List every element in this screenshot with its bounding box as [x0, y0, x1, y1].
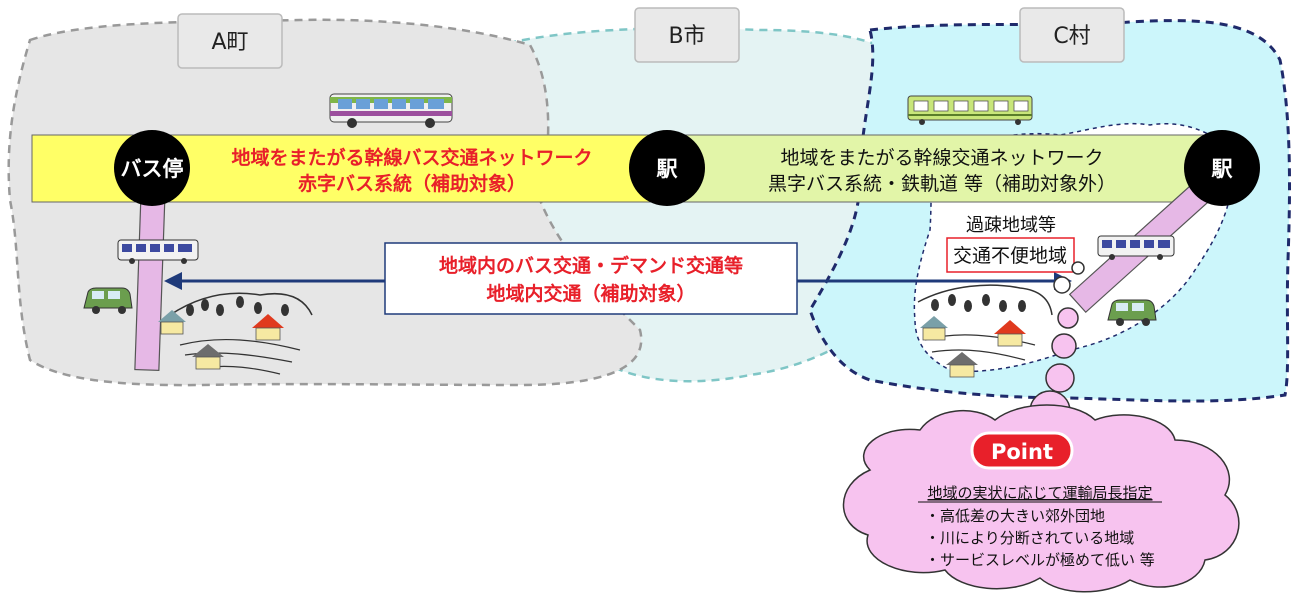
- trunk-right-line2: 黒字バス系統・鉄軌道 等（補助対象外）: [768, 173, 1116, 195]
- bus-stop-label: バス停: [121, 157, 184, 181]
- inconvenient-area-box: [946, 237, 1075, 273]
- small-bus-icon-a: [117, 239, 199, 264]
- house-icon: [158, 310, 186, 335]
- station-middle-label: 駅: [657, 157, 679, 181]
- house-icon: [252, 314, 284, 341]
- trunk-band-right: [666, 134, 1223, 203]
- point-item-2: ・川により分断されている地域: [925, 529, 1134, 547]
- trunk-left-line2: 赤字バス系統（補助対象）: [298, 172, 526, 195]
- station-node-middle: 駅: [629, 130, 705, 206]
- region-label-b-text: B市: [668, 24, 705, 49]
- point-badge-text: Point: [991, 440, 1053, 464]
- local-line2: 地域内交通（補助対象）: [486, 282, 695, 305]
- region-label-b: B市: [634, 7, 740, 63]
- region-label-c: C村: [1019, 7, 1125, 63]
- trunk-right-line1: 地域をまたがる幹線交通ネットワーク: [780, 147, 1103, 169]
- region-label-c-text: C村: [1053, 24, 1090, 49]
- trunk-left-line1: 地域をまたがる幹線バス交通ネットワーク: [231, 146, 592, 169]
- point-item-1: ・高低差の大きい郊外団地: [925, 507, 1105, 525]
- station-node-right: 駅: [1184, 130, 1260, 206]
- house-icon: [920, 316, 948, 341]
- point-item-3: ・サービスレベルが極めて低い 等: [925, 551, 1155, 569]
- van-icon-c: [1107, 299, 1157, 326]
- local-line1: 地域内のバス交通・デマンド交通等: [439, 254, 743, 277]
- region-label-a-text: A町: [211, 30, 248, 55]
- point-badge: [970, 431, 1074, 470]
- local-transport-box: [384, 242, 798, 315]
- house-icon: [946, 352, 978, 378]
- house-icon: [192, 344, 224, 370]
- depopulated-label: 過疎地域等: [966, 215, 1056, 236]
- point-heading: 地域の実状に応じて運輸局長指定: [927, 484, 1152, 502]
- bus-icon: [329, 93, 453, 128]
- inconvenient-area-label: 交通不便地域: [953, 245, 1067, 267]
- region-label-a: A町: [177, 13, 283, 69]
- village-scene-c: [917, 284, 1053, 378]
- house-icon: [994, 320, 1026, 347]
- bus-stop-node: バス停: [114, 130, 190, 206]
- station-right-label: 駅: [1212, 157, 1234, 181]
- point-cloud: [842, 404, 1240, 593]
- train-icon: [907, 95, 1033, 125]
- van-icon-a: [83, 287, 133, 314]
- small-bus-icon-c: [1097, 235, 1175, 260]
- village-scene-a: [158, 292, 313, 375]
